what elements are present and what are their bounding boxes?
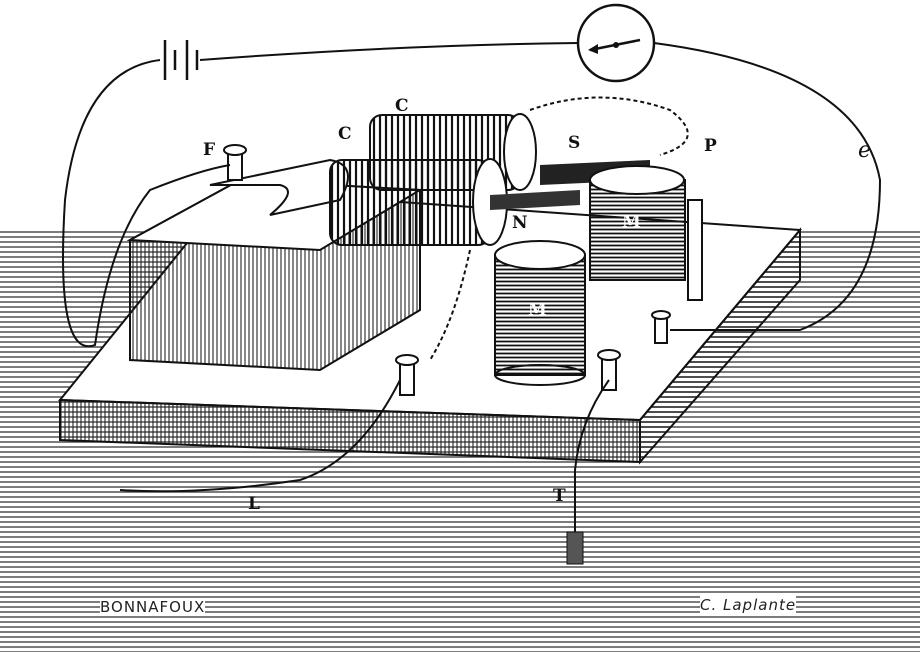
label-f: F xyxy=(203,140,216,160)
electromagnet-m-front xyxy=(494,254,586,376)
terminal-screws xyxy=(223,144,671,396)
label-l: L xyxy=(248,494,260,514)
circuit-wires xyxy=(62,42,882,535)
signature-artist: C. Laplante xyxy=(700,596,797,614)
ground-plate xyxy=(566,531,584,565)
label-t: T xyxy=(553,486,566,506)
label-c-lower: C xyxy=(338,124,352,144)
label-m-rear: M xyxy=(622,212,641,232)
battery-icon xyxy=(163,40,199,80)
signature-engraver: BONNAFOUX xyxy=(100,598,206,616)
label-m-front: M xyxy=(528,300,547,320)
label-p: P xyxy=(704,136,717,156)
label-s: S xyxy=(568,133,581,153)
label-e: e xyxy=(858,138,872,163)
label-n: N xyxy=(512,213,528,233)
label-c-upper: C xyxy=(395,96,409,116)
electromagnet-m-rear xyxy=(589,179,686,281)
coil-c-lower xyxy=(329,159,491,246)
